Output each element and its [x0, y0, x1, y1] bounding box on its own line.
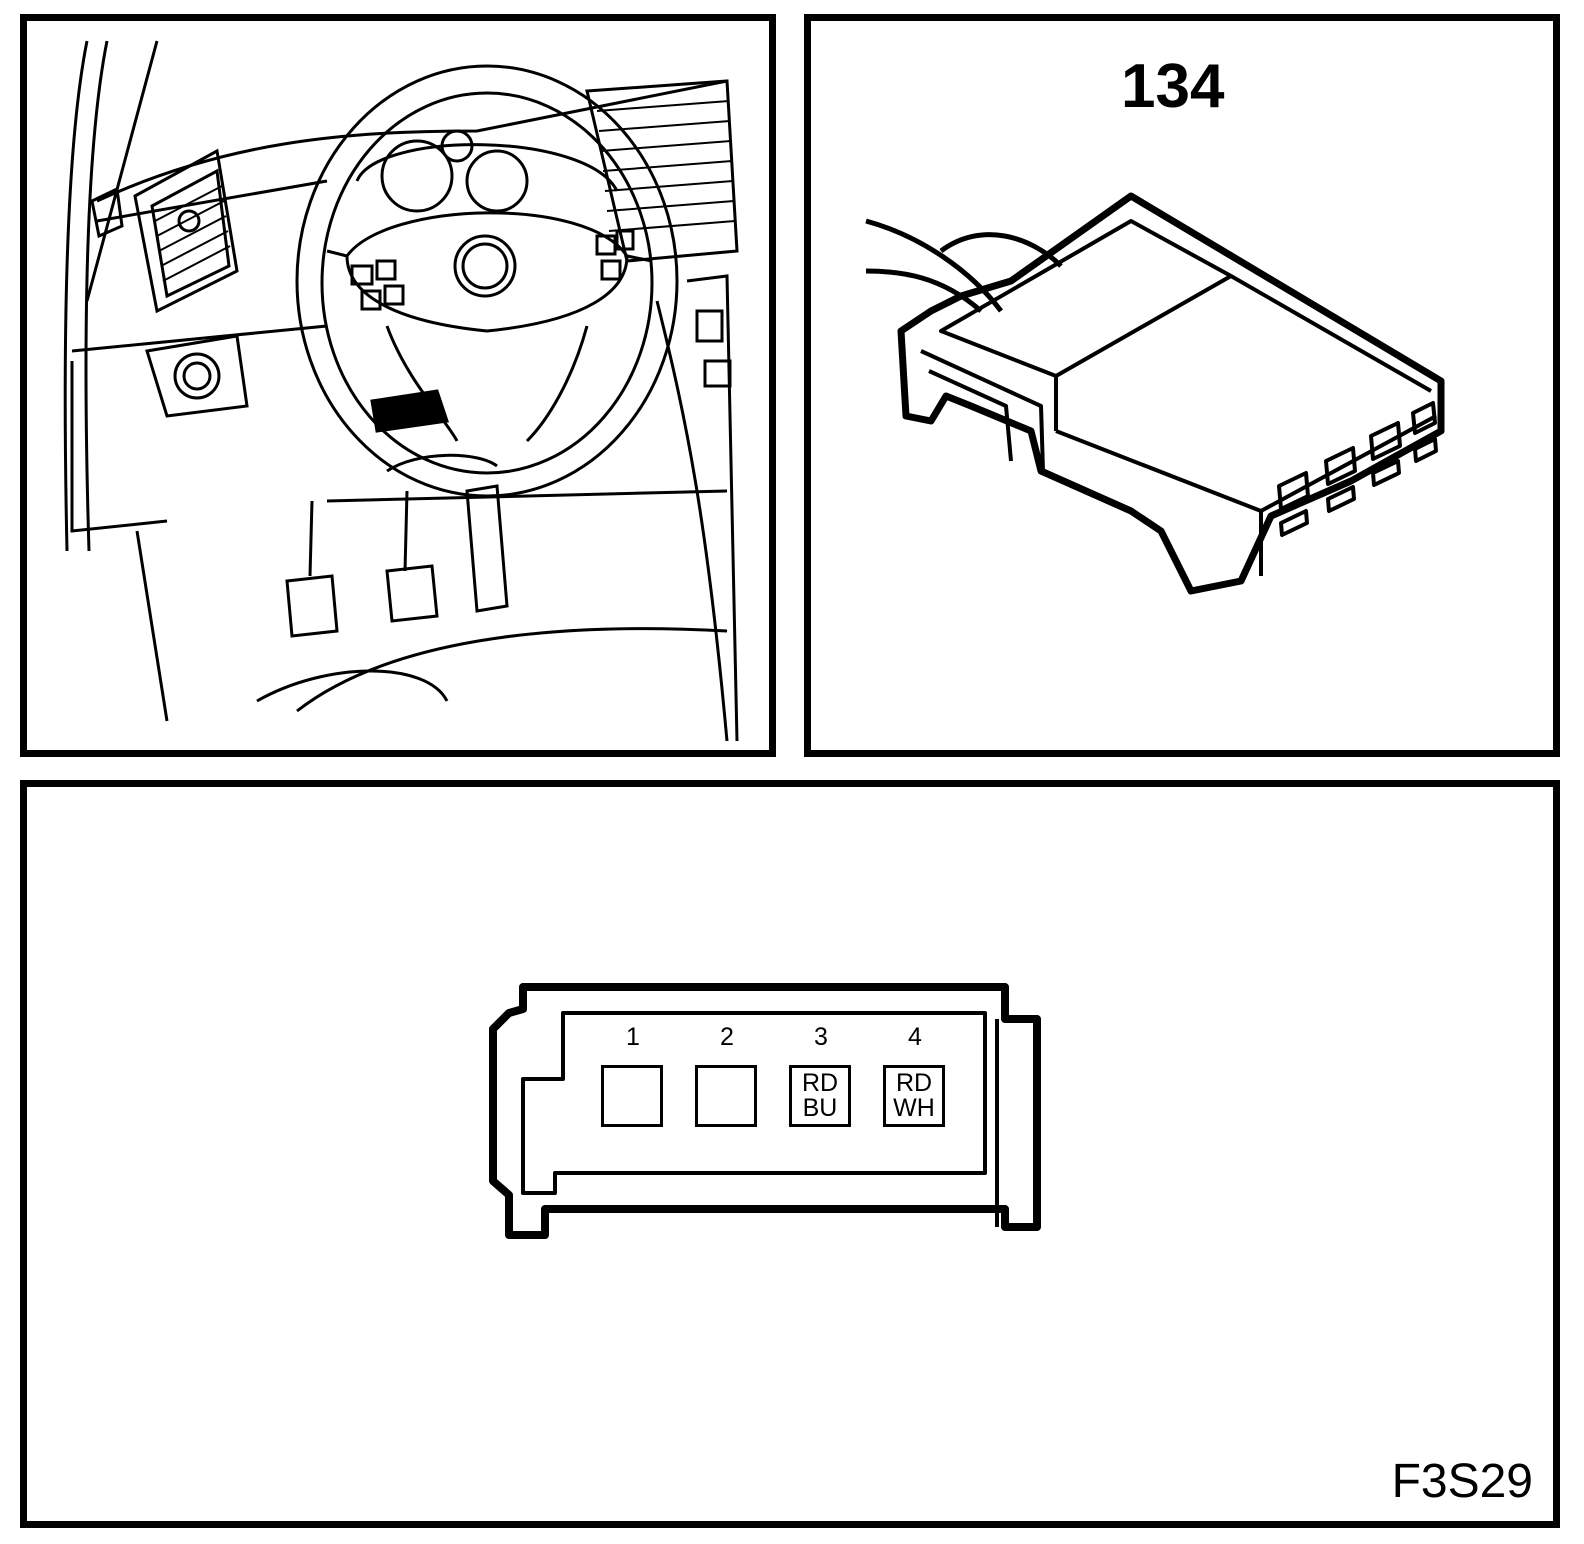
pin-cavity-3: RD BU [789, 1065, 851, 1127]
connector-number: 134 [1121, 52, 1225, 121]
pin-cavity-2 [695, 1065, 757, 1127]
dashboard-location-illustration [63, 40, 739, 742]
pin-number-2: 2 [720, 1023, 734, 1051]
pin-3-wire-color-1: RD [801, 1069, 839, 1097]
pin-4-wire-color-2: WH [893, 1094, 935, 1122]
pin-number-1: 1 [626, 1023, 640, 1051]
pin-cavity-4: RD WH [883, 1065, 945, 1127]
pinout-panel: 1 2 3 4 RD BU RD WH F3S29 [20, 780, 1560, 1528]
location-panel [20, 14, 776, 757]
pin-cavity-1 [601, 1065, 663, 1127]
pin-number-4: 4 [908, 1023, 922, 1051]
pin-4-wire-color-1: RD [895, 1069, 933, 1097]
connector-face-outline [489, 983, 1041, 1239]
figure-code: F3S29 [1391, 1455, 1533, 1508]
connector-panel: 134 [804, 14, 1560, 757]
connector-housing-illustration [865, 192, 1445, 595]
pin-3-wire-color-2: BU [802, 1094, 838, 1122]
pin-number-3: 3 [814, 1023, 828, 1051]
